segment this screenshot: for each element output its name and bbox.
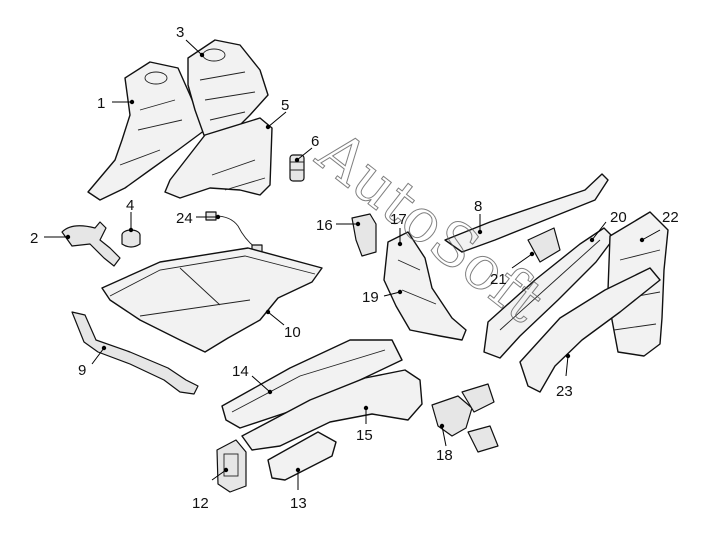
part-13-channel	[267, 431, 337, 481]
part-1-wheelhouse	[87, 61, 206, 201]
part-21-bracket	[527, 227, 561, 263]
callout-5: 5	[281, 97, 289, 114]
callout-4: 4	[126, 197, 134, 214]
part-17-19-pillar	[383, 231, 467, 341]
callout-labels: 1 2 3 4 5 6 8 9 10 12 13 14 15 16 17 18 …	[30, 24, 679, 512]
callout-3: 3	[176, 24, 184, 41]
callout-17: 17	[390, 211, 407, 228]
callout-24: 24	[176, 210, 193, 227]
part-4-plug	[121, 229, 141, 248]
callout-10: 10	[284, 324, 301, 341]
callout-21: 21	[490, 271, 507, 288]
part-10-floor-panel	[101, 247, 323, 353]
callout-19: 19	[362, 289, 379, 306]
callout-8: 8	[474, 198, 482, 215]
part-5-rear-panel	[164, 117, 273, 199]
part-8-rail	[444, 173, 609, 253]
part-24-cable	[205, 211, 263, 254]
part-3-wheelhouse	[187, 39, 269, 139]
part-6-bracket	[289, 154, 305, 182]
part-14-front-member	[221, 339, 403, 429]
part-9-crossbar	[71, 311, 199, 395]
callout-18: 18	[436, 447, 453, 464]
callout-12: 12	[192, 495, 209, 512]
callout-20: 20	[610, 209, 627, 226]
leader-lines	[44, 39, 661, 490]
callout-15: 15	[356, 427, 373, 444]
part-12-bracket	[216, 439, 247, 493]
callout-6: 6	[311, 133, 319, 150]
callout-23: 23	[556, 383, 573, 400]
part-23-lower-sill	[519, 267, 661, 393]
callout-9: 9	[78, 362, 86, 379]
callout-2: 2	[30, 230, 38, 247]
callout-13: 13	[290, 495, 307, 512]
callout-22: 22	[662, 209, 679, 226]
callout-1: 1	[97, 95, 105, 112]
part-2-hose	[61, 221, 121, 267]
part-20-sill	[483, 227, 615, 359]
part-18-bracket	[431, 383, 499, 453]
callout-16: 16	[316, 217, 333, 234]
part-15-member	[241, 369, 423, 451]
callout-14: 14	[232, 363, 249, 380]
